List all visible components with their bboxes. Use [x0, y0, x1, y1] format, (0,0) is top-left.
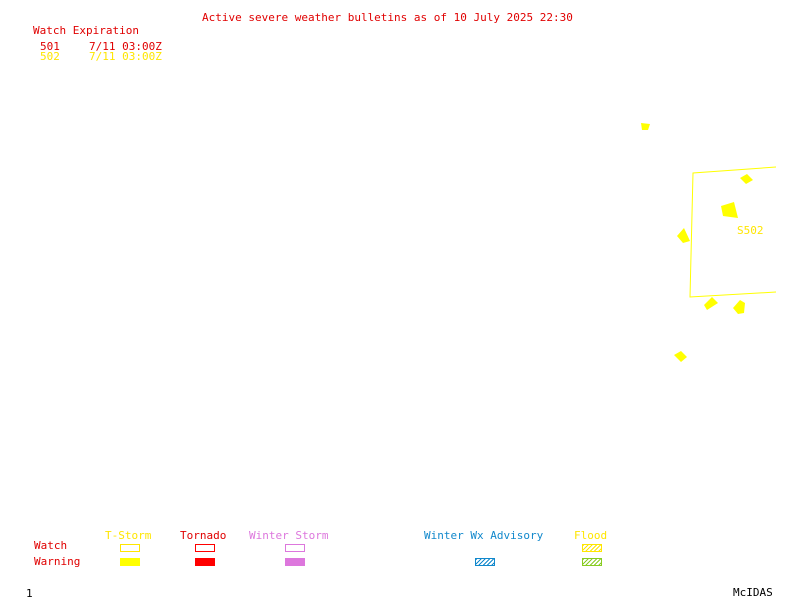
legend-swatch-tstorm-warning — [120, 558, 140, 566]
warning-polygon — [674, 351, 687, 362]
legend-swatch-tornado-warning — [195, 558, 215, 566]
frame-number: 1 — [26, 587, 33, 600]
legend-swatch-flood-watch — [582, 544, 602, 552]
warning-polygon — [641, 123, 650, 130]
warning-polygon — [677, 228, 690, 243]
watch-row-expires: 7/11 03:00Z — [89, 50, 162, 63]
watch-row-expires: 7/11 03:00Z — [89, 40, 162, 53]
legend-swatch-tstorm-watch — [120, 544, 140, 552]
brand-label: McIDAS — [733, 586, 773, 599]
warning-polygon — [704, 297, 718, 310]
legend-swatch-tornado-watch — [195, 544, 215, 552]
legend-label-winter-wx-advisory: Winter Wx Advisory — [424, 529, 544, 542]
legend-label-tstorm: T-Storm — [105, 529, 152, 542]
watch-expiration-heading: Watch Expiration — [33, 24, 139, 37]
watch-row-id: 502 — [40, 50, 60, 63]
legend-swatch-winter-storm-watch — [285, 544, 305, 552]
warning-polygon — [721, 202, 738, 218]
legend-label-flood: Flood — [574, 529, 608, 542]
legend-swatch-winter-wx-advisory-warning — [475, 558, 495, 566]
watch-row-id: 501 — [40, 40, 60, 53]
bulletin-title: Active severe weather bulletins as of 10… — [202, 11, 573, 24]
legend-swatch-winter-storm-warning — [285, 558, 305, 566]
legend-row-warning: Warning — [34, 555, 81, 568]
legend-label-tornado: Tornado — [180, 529, 227, 542]
legend-swatch-flood-warning — [582, 558, 602, 566]
watch-area-label: S502 — [737, 224, 764, 237]
legend-row-watch: Watch — [34, 539, 68, 552]
warning-polygon — [733, 300, 745, 314]
legend-label-winter-storm: Winter Storm — [249, 529, 329, 542]
watch-area-outline — [689, 166, 777, 298]
warning-polygon — [740, 174, 753, 184]
